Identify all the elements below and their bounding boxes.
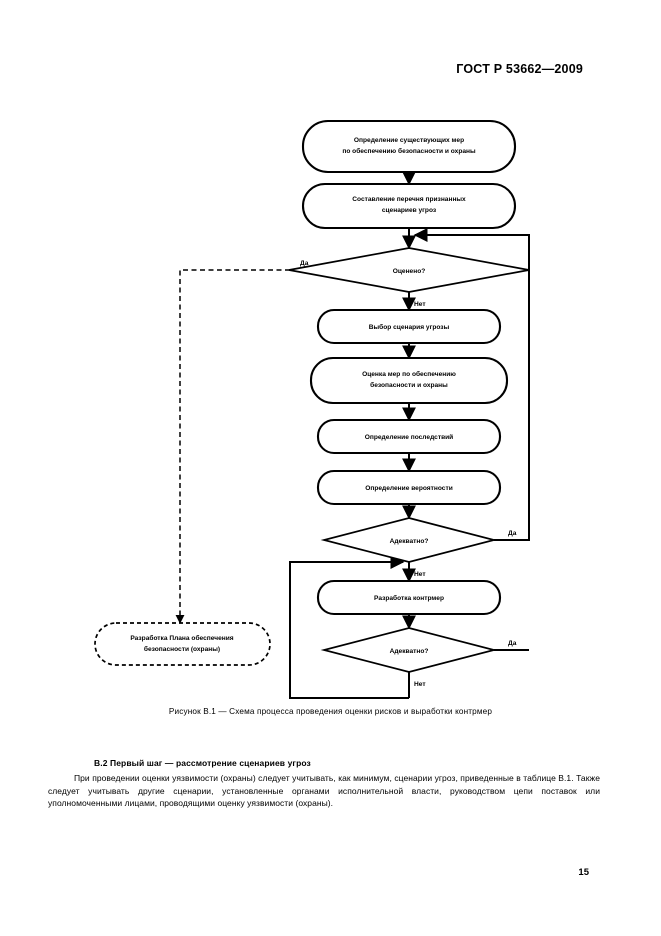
connector-d1-yes-dashed-vertical [179,269,324,613]
document-standard-header: ГОСТ Р 53662—2009 [456,62,583,76]
feedback-loop-d3-no [289,555,409,699]
flow-node-n4-line2: безопасности и охраны [370,381,448,389]
figure-caption: Рисунок В.1 — Схема процесса проведения … [168,707,493,716]
edge-label-d3-no: Нет [414,681,426,688]
flow-node-n3-label: Выбор сценария угрозы [369,323,450,331]
flowchart-figure: Определение существующих мер по обеспече… [0,100,661,710]
flow-node-n8-line2: безопасности (охраны) [144,645,220,653]
flow-node-n6 [316,469,502,506]
edge-label-d3-yes: Да [508,640,517,647]
flow-node-d2-label: Адекватно? [390,538,429,545]
body-text-block: В.2 Первый шаг — рассмотрение сценариев … [48,758,600,810]
feedback-loop-d2-yes [413,228,530,541]
edge-label-d2-yes: Да [508,530,517,537]
flow-node-n4 [309,356,509,405]
flow-node-n1-line1: Определение существующих мер [354,137,464,144]
edge-label-d2-no: Нет [414,571,426,578]
flow-node-n8-line1: Разработка Плана обеспечения [130,634,233,642]
section-heading: В.2 Первый шаг — рассмотрение сценариев … [94,758,311,768]
edge-label-d1-yes: Да [300,260,309,267]
paragraph-text: При проведении оценки уязвимости (охраны… [48,773,600,809]
flow-node-d1-label: Оценено? [393,268,426,275]
edge-label-d1-no: Нет [414,301,426,308]
flow-node-n7-label: Разработка контрмер [374,594,444,602]
section-paragraph: При проведении оценки уязвимости (охраны… [48,772,600,810]
flowchart-svg: Определение существующих мер по обеспече… [94,119,530,699]
flow-node-n5-label: Определение последствий [365,433,453,441]
flow-node-n1-line2: по обеспечению безопасности и охраны [342,147,476,155]
flow-node-n2 [301,182,517,230]
flow-node-n7 [316,579,502,616]
flow-node-d2 [320,517,498,563]
flow-node-d1 [288,247,530,293]
flow-node-n8 [94,622,271,666]
flow-node-d3-label: Адекватно? [390,648,429,655]
flow-node-d3 [320,627,498,673]
flow-node-n3 [316,308,502,345]
flow-node-n5 [316,418,502,455]
flow-node-n2-line2: сценариев угроз [382,207,437,214]
flow-node-n6-label: Определение вероятности [365,485,453,492]
page-number: 15 [578,867,589,878]
flow-node-n4-line1: Оценка мер по обеспечению [362,370,456,378]
flow-node-n2-line1: Составление перечня признанных [352,196,466,203]
flow-node-n1 [301,119,517,174]
